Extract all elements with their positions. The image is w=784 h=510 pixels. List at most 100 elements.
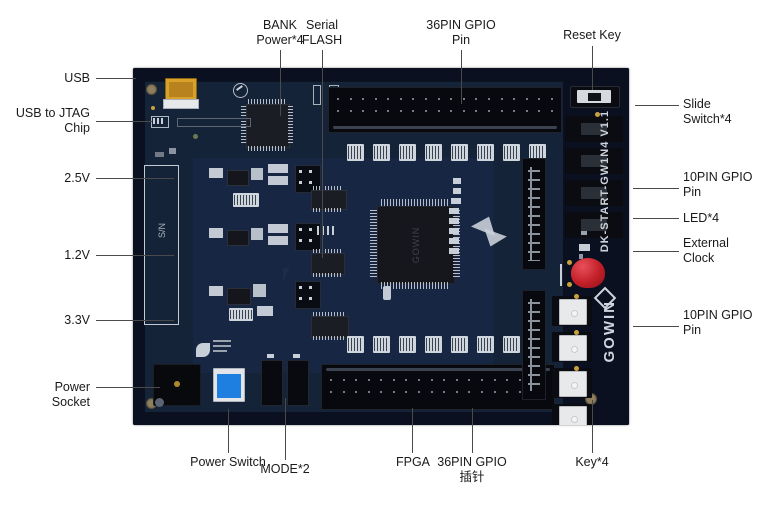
serial-number-box [144, 165, 179, 325]
slide-switch-4-knob[interactable] [581, 219, 607, 231]
silk-strip [177, 118, 251, 127]
slide-switch-2-knob[interactable] [581, 155, 607, 167]
silk-line-3 [213, 350, 227, 352]
leader-fpga [412, 408, 413, 453]
bank-power-jumper-1-pin-d [309, 181, 312, 184]
callout-rail-3v3: 3.3V [64, 313, 90, 327]
aux-chip-1-pins-top [313, 249, 341, 253]
slide-switch-1-knob[interactable] [581, 123, 607, 135]
callout-reset-key: Reset Key [563, 28, 621, 42]
leader-external-clock [633, 251, 679, 252]
bank-power-jumper-2[interactable] [295, 223, 321, 251]
aux-chip-1 [311, 253, 345, 275]
led-3 [581, 231, 587, 235]
callout-slide-switch: Slide Switch*4 [683, 97, 732, 126]
led-1-pad [579, 254, 583, 259]
silk-graphic [196, 343, 210, 357]
usb-connector-shell [163, 99, 199, 109]
mode-jumper-2[interactable] [287, 360, 309, 406]
leader-slide-switch [635, 105, 679, 106]
leader-bank-power [280, 50, 281, 116]
reg-cap-25-a [209, 168, 223, 178]
mode-jumper-1-silk [267, 354, 274, 358]
gpio-10pin-header-upper[interactable] [522, 158, 546, 270]
silk-blob-1 [453, 178, 461, 184]
power-switch[interactable] [213, 368, 245, 402]
passive-r2 [169, 148, 176, 154]
power-socket-hole [155, 398, 164, 407]
callout-rail-2v5: 2.5V [64, 171, 90, 185]
slide-switch-3[interactable] [565, 180, 623, 206]
callout-fpga: FPGA [395, 455, 431, 469]
slide-switch-4[interactable] [565, 212, 623, 238]
silk-pin-d [332, 226, 334, 235]
leader-rail-3v3 [96, 320, 174, 321]
reg-ind-12 [251, 228, 263, 240]
leader-power-socket [96, 387, 160, 388]
usb-to-jtag-chip [246, 104, 290, 148]
usb-jtag-pins-top [248, 99, 286, 104]
silk-blob-4 [449, 208, 459, 214]
callout-gpio-36pin-top: 36PIN GPIO Pin [426, 18, 496, 47]
silk-blob-7 [449, 238, 459, 244]
key-1[interactable] [559, 299, 587, 325]
leader-serial-flash [322, 50, 323, 258]
rnet-top-7 [503, 144, 520, 161]
rnet-bot-3 [399, 336, 416, 353]
aux-chip-1-pins-bottom [313, 273, 341, 277]
callout-usb: USB [64, 71, 90, 85]
bank-power-jumper-3-pin-b [309, 286, 312, 289]
power-socket-center-pin [174, 381, 180, 387]
silk-pin-c [327, 226, 329, 235]
external-clock-oscillator [571, 258, 605, 288]
slide-switch-1[interactable] [565, 116, 623, 142]
board-brand-silkscreen: GOWIN [601, 300, 618, 363]
reg-ind-25 [251, 168, 263, 180]
bank-power-jumper-1-pin-a [299, 170, 302, 173]
usb-jtag-pins-left [241, 106, 246, 144]
board-model-silkscreen: DK-START-GW1N4 V1.1 [599, 110, 611, 253]
key-1-pad [574, 294, 579, 299]
leader-gpio-36pin-top [461, 50, 462, 104]
reg-ic-12 [227, 230, 249, 246]
callout-usb-to-jtag-chip: USB to JTAG Chip [15, 106, 90, 135]
passive-array-1 [233, 193, 259, 207]
slide-switch-2[interactable] [565, 148, 623, 174]
logo-mark [233, 83, 248, 98]
jtag-pin-3 [161, 118, 163, 124]
bank-power-jumper-2-pin-c [299, 239, 302, 242]
gpio-36pin-top-row-1 [337, 98, 553, 100]
silk-line-1 [213, 340, 231, 342]
gpio-36pin-bottom-row-2 [330, 391, 546, 393]
slide-switch-3-knob[interactable] [581, 187, 607, 199]
mode-jumper-1[interactable] [261, 360, 283, 406]
key-2[interactable] [559, 335, 587, 361]
bank-power-jumper-3[interactable] [295, 281, 321, 309]
callout-mode: MODE*2 [260, 462, 310, 476]
fpga-marking: GOWIN [411, 226, 421, 264]
gpio-36pin-header-bottom[interactable] [321, 364, 555, 410]
rnet-bot-5 [451, 336, 468, 353]
flash-silk-marker [313, 85, 321, 105]
reg-ic-25 [227, 170, 249, 186]
pcb-edge-left [133, 68, 145, 425]
passive-array-2 [229, 308, 253, 321]
leader-gpio-36pin-bottom [472, 408, 473, 453]
gpio-36pin-top-row-2 [337, 110, 553, 112]
development-board: S/N [133, 68, 629, 425]
key-2-pad [574, 330, 579, 335]
via-point [193, 134, 198, 139]
gpio-10pin-header-lower[interactable] [522, 290, 546, 400]
rnet-top-1 [347, 144, 364, 161]
jtag-pin-1 [153, 118, 155, 124]
mounting-hole-tl [146, 84, 157, 95]
key-3[interactable] [559, 371, 587, 397]
key-4[interactable] [559, 406, 587, 425]
usb-connector[interactable] [163, 78, 199, 109]
gpio-36pin-header-top[interactable] [328, 87, 562, 133]
pcb-edge-bottom [133, 412, 629, 425]
serial-flash-pins-top [313, 186, 343, 190]
leader-power-switch [228, 409, 229, 453]
jtag-header[interactable] [151, 116, 169, 128]
rnet-top-6 [477, 144, 494, 161]
